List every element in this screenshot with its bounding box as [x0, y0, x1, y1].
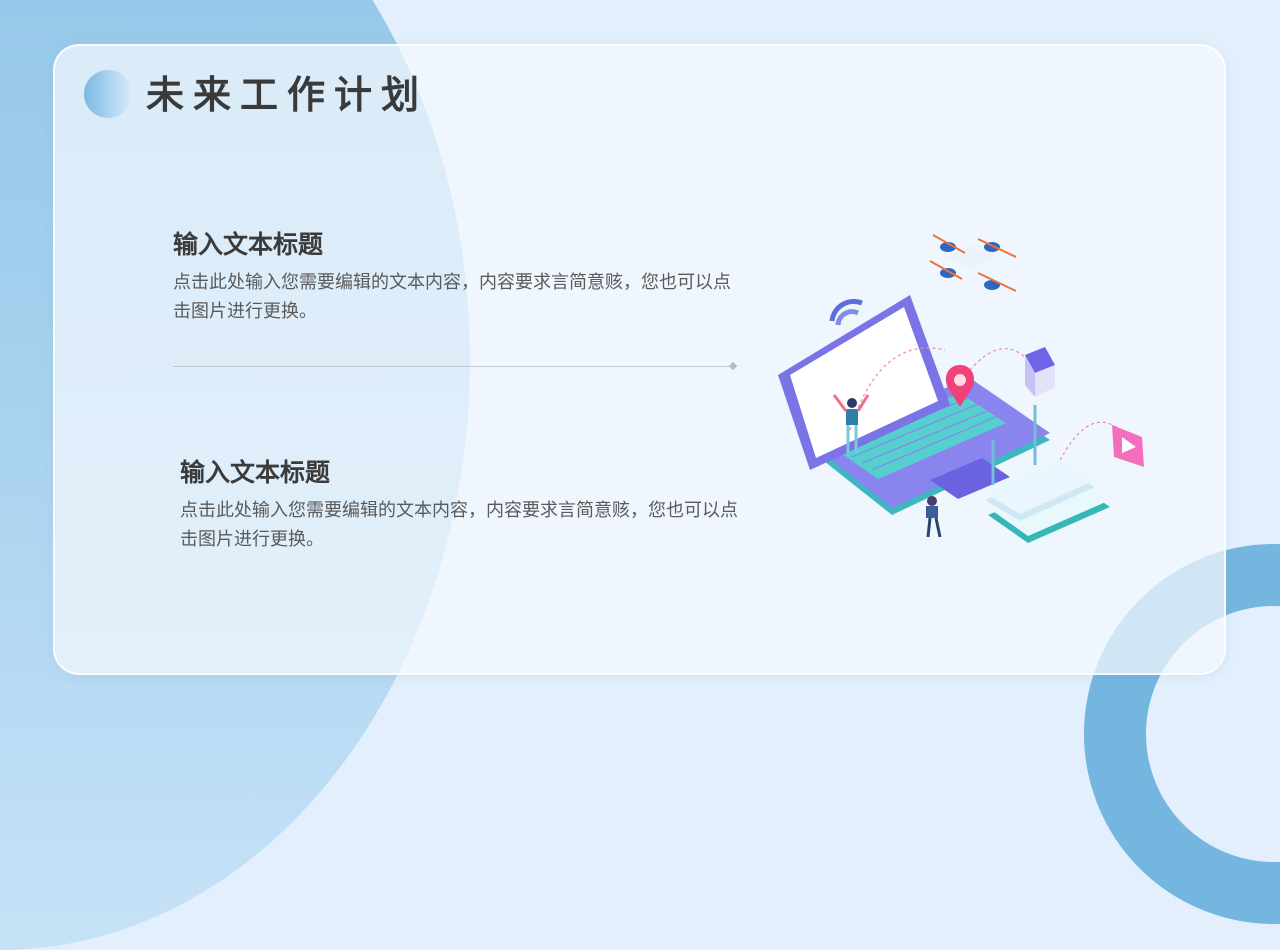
- text-section-2: 输入文本标题 点击此处输入您需要编辑的文本内容，内容要求言简意赅，您也可以点击图…: [180, 456, 750, 554]
- title-bullet-circle: [84, 70, 132, 118]
- section-heading[interactable]: 输入文本标题: [180, 458, 331, 487]
- section-divider: [173, 366, 733, 367]
- wifi-icon: [829, 298, 863, 326]
- section-body[interactable]: 点击此处输入您需要编辑的文本内容，内容要求言简意赅，您也可以点击图片进行更换。: [173, 272, 731, 322]
- page-title[interactable]: 未来工作计划: [146, 73, 429, 117]
- laptop-illustration-icon: [778, 234, 1144, 543]
- section-heading[interactable]: 输入文本标题: [173, 230, 324, 259]
- person-figure: [832, 394, 870, 453]
- router-device-icon: [985, 405, 1110, 543]
- text-section-1: 输入文本标题 点击此处输入您需要编辑的文本内容，内容要求言简意赅，您也可以点击图…: [173, 228, 743, 326]
- drone-icon: [929, 234, 1017, 292]
- laptop-illustration[interactable]: [770, 225, 1155, 550]
- video-tile-icon: [1112, 425, 1144, 467]
- mail-tile-icon: [1025, 347, 1055, 397]
- section-body[interactable]: 点击此处输入您需要编辑的文本内容，内容要求言简意赅，您也可以点击图片进行更换。: [180, 500, 738, 550]
- sitting-person-figure: [926, 496, 942, 538]
- location-pin-icon: [945, 365, 975, 407]
